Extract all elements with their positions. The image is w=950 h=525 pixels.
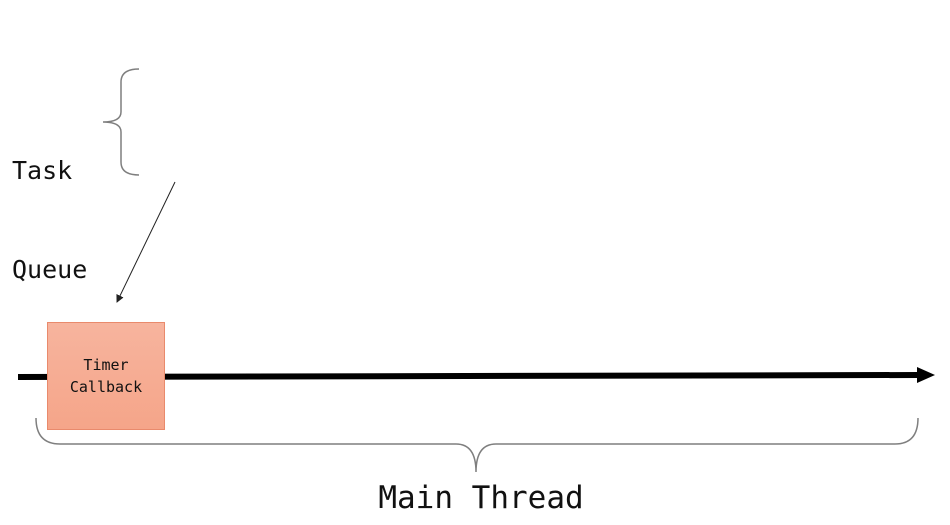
task-queue-brace <box>102 68 140 176</box>
main-thread-label: Main Thread <box>378 480 584 516</box>
timer-callback-label-line1: Timer <box>83 356 129 374</box>
queue-to-callback-arrow <box>116 181 176 303</box>
task-queue-label-line2: Queue <box>12 255 88 284</box>
timer-callback-box: Timer Callback <box>47 322 165 430</box>
task-queue-label-line1: Task <box>12 156 73 185</box>
main-thread-timeline <box>17 372 919 380</box>
main-thread-brace <box>35 417 919 473</box>
task-queue-label: Task Queue <box>12 88 87 319</box>
timer-callback-label-line2: Callback <box>69 378 143 396</box>
timeline-arrowhead <box>917 367 935 383</box>
